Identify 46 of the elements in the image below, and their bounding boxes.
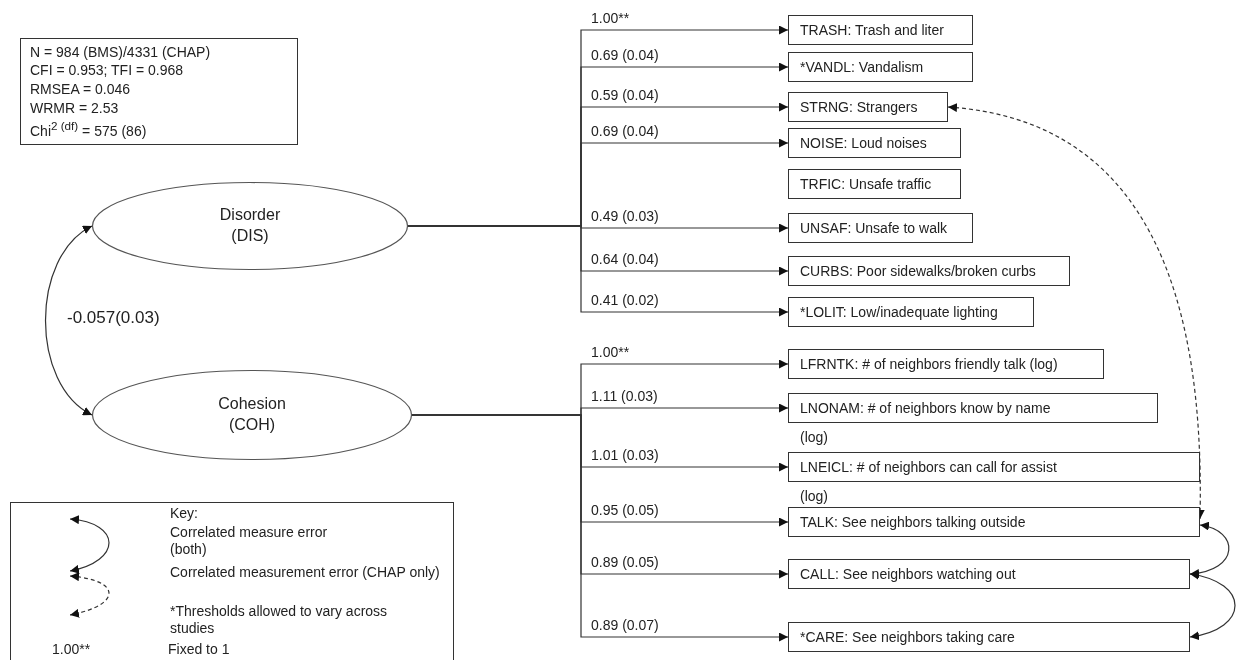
edge-label: 0.59 (0.04): [590, 88, 660, 104]
key-heading: Key:: [170, 505, 198, 522]
indicator-box: TALK: See neighbors talking outside: [788, 507, 1200, 537]
indicator-box: *LOLIT: Low/inadequate lighting: [788, 297, 1034, 327]
latent-variable-ellipse: [92, 370, 412, 460]
edge-label: 0.69 (0.04): [590, 48, 660, 64]
indicator-box: CURBS: Poor sidewalks/broken curbs: [788, 256, 1070, 286]
arrow: [1189, 571, 1236, 640]
edge-label: 0.89 (0.05): [590, 555, 660, 571]
fit-statistic: Chi$^{2 (df)}$ = 575 (86): [30, 119, 147, 140]
key-note: Fixed to 1: [168, 641, 230, 658]
latent-variable-label: Disorder (DIS): [218, 205, 282, 246]
fit-statistic: RMSEA = 0.046: [30, 81, 130, 98]
key-note: *Thresholds allowed to vary across studies: [170, 603, 389, 637]
indicator-box: LFRNTK: # of neighbors friendly talk (log): [788, 349, 1104, 379]
edge-label: 0.49 (0.03): [590, 209, 660, 225]
edge-label: 0.95 (0.05): [590, 503, 660, 519]
edge-label: 1.11 (0.03): [590, 389, 659, 405]
dashed-arrow: [947, 103, 1205, 520]
indicator-box: *CARE: See neighbors taking care: [788, 622, 1190, 652]
fit-statistic: WRMR = 2.53: [30, 100, 119, 117]
fit-statistic: CFI = 0.953; TFI = 0.968: [30, 62, 184, 79]
box-caption: (log): [800, 488, 828, 505]
edge-label: 0.64 (0.04): [590, 252, 660, 268]
legend-text: Correlated measure error (both): [170, 524, 329, 558]
indicator-box: *VANDL: Vandalism: [788, 52, 973, 82]
edge-label: 0.89 (0.07): [590, 618, 660, 634]
indicator-box: CALL: See neighbors watching out: [788, 559, 1190, 589]
indicator-box: LNONAM: # of neighbors know by name: [788, 393, 1158, 423]
latent-variable-label: Cohesion (COH): [217, 394, 287, 435]
indicator-box: TRFIC: Unsafe traffic: [788, 169, 961, 199]
edge-label: -0.057(0.03): [66, 309, 161, 328]
arrow: [44, 225, 93, 416]
key-symbol: 1.00**: [52, 641, 91, 658]
fit-statistic: N = 984 (BMS)/4331 (CHAP): [30, 44, 211, 61]
indicator-box: UNSAF: Unsafe to walk: [788, 213, 973, 243]
indicator-box: TRASH: Trash and liter: [788, 15, 973, 45]
edge-label: 0.41 (0.02): [590, 293, 660, 309]
latent-variable-ellipse: [92, 182, 408, 270]
box-caption: (log): [800, 429, 828, 446]
edge-label: 0.69 (0.04): [590, 124, 660, 140]
edge-label: 1.01 (0.03): [590, 448, 660, 464]
indicator-box: NOISE: Loud noises: [788, 128, 961, 158]
indicator-box: LNEICL: # of neighbors can call for assist: [788, 452, 1200, 482]
legend-text: Correlated measurement error (CHAP only): [170, 564, 441, 581]
indicator-box: STRNG: Strangers: [788, 92, 948, 122]
